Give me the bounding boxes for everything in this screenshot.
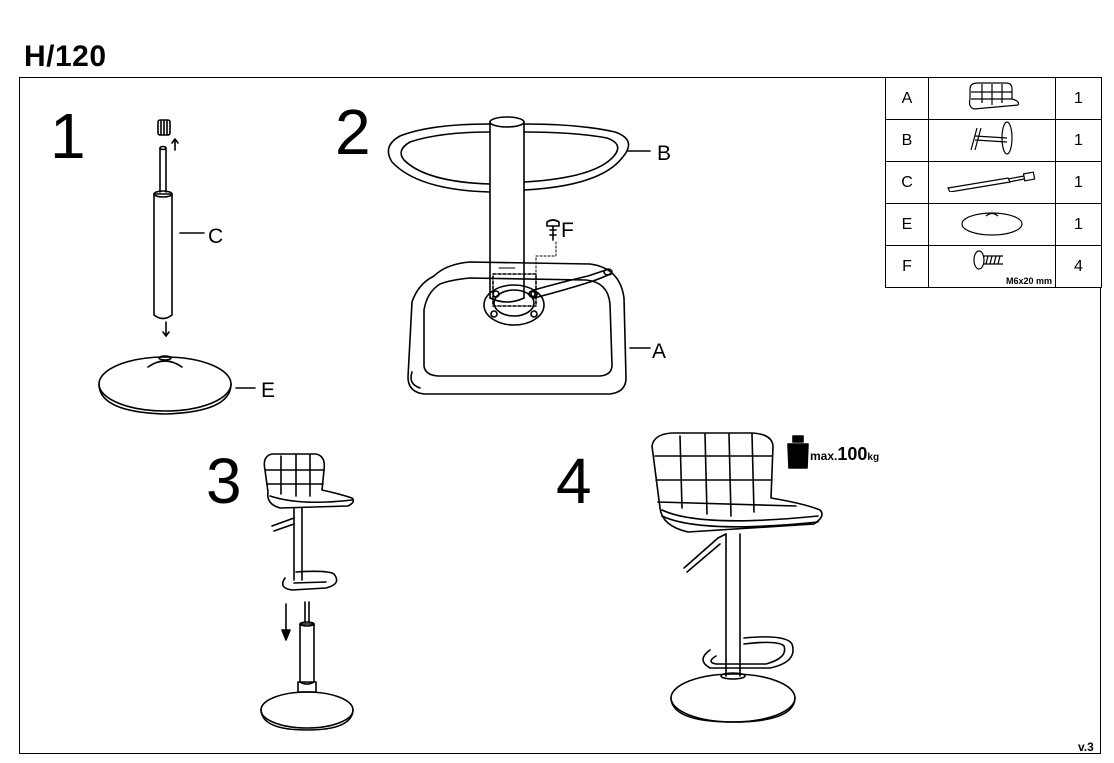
- document-title: H/120: [24, 40, 107, 73]
- base-plate-icon: [928, 203, 1056, 246]
- step-number-2: 2: [335, 96, 371, 168]
- step3-column-figure: [271, 507, 338, 591]
- step-number-1: 1: [50, 100, 86, 172]
- step3-arrow: [281, 603, 291, 641]
- label-c: C: [208, 225, 224, 248]
- gas-lift-figure: [153, 119, 205, 337]
- part-qty: 1: [1055, 119, 1102, 162]
- part-letter: A: [885, 77, 929, 120]
- label-e: E: [261, 379, 276, 402]
- instruction-frame: [19, 77, 1101, 754]
- seat-underside-figure: [407, 261, 627, 395]
- parts-row: F M6x20 mm 4: [885, 245, 1102, 288]
- part-qty: 1: [1055, 203, 1102, 246]
- screw-f-figure: [535, 219, 560, 279]
- step-number-3: 3: [206, 445, 242, 517]
- max-load-value: 100: [837, 444, 868, 464]
- max-load-unit: kg: [867, 452, 880, 463]
- parts-row: C 1: [885, 161, 1102, 204]
- part-letter: F: [885, 245, 929, 288]
- label-f: F: [561, 219, 574, 242]
- part-letter: E: [885, 203, 929, 246]
- weight-icon: [787, 435, 809, 469]
- seat-icon: [928, 77, 1056, 120]
- step3-gaslift-base-figure: [260, 601, 354, 731]
- gas-lift-icon: [928, 161, 1056, 204]
- part-qty: 1: [1055, 161, 1102, 204]
- footrest-lever-icon: [928, 119, 1056, 162]
- footrest-ring-figure: [387, 123, 651, 193]
- step4-base-figure: [670, 659, 796, 723]
- label-a: A: [652, 340, 667, 363]
- part-letter: B: [885, 119, 929, 162]
- step-number-4: 4: [556, 445, 592, 517]
- version-label: v.3: [1078, 740, 1094, 754]
- step4-column-figure: [683, 533, 741, 661]
- step4-footrest-figure: [702, 636, 794, 669]
- column-figure: [489, 116, 525, 303]
- screw-spec: M6x20 mm: [1005, 276, 1052, 286]
- part-qty: 1: [1055, 77, 1102, 120]
- label-b: B: [657, 142, 672, 165]
- step4-seat-figure: [651, 432, 823, 533]
- parts-row: E 1: [885, 203, 1102, 246]
- part-qty: 4: [1055, 245, 1102, 288]
- parts-row: A 1: [885, 77, 1102, 120]
- parts-row: B 1: [885, 119, 1102, 162]
- step3-seat-figure: [263, 453, 355, 509]
- base-plate-figure: [98, 355, 256, 415]
- part-letter: C: [885, 161, 929, 204]
- parts-table: A 1 B 1 C 1: [885, 77, 1102, 288]
- lever-figure: [530, 268, 613, 299]
- screw-icon: M6x20 mm: [928, 245, 1056, 288]
- max-load-prefix: max.: [810, 449, 838, 463]
- max-load-label: max.100kg: [810, 444, 879, 465]
